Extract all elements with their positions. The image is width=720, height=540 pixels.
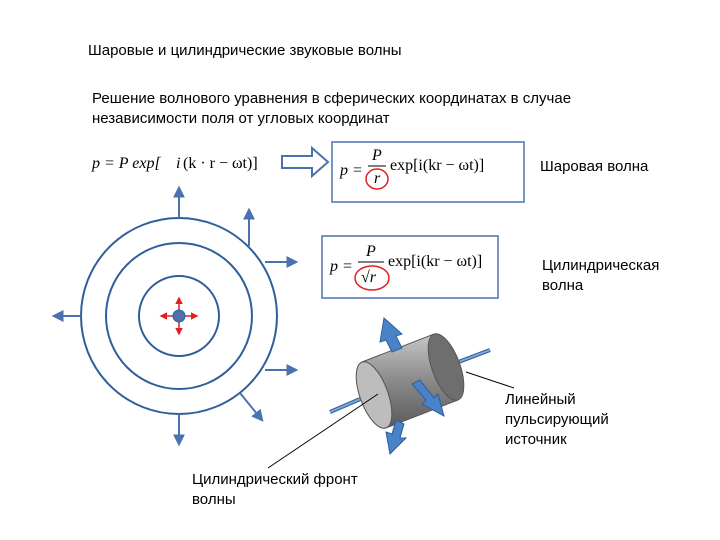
label-front-line-2: волны: [192, 491, 236, 508]
leader-line-source: [465, 371, 515, 389]
label-line-source: Линейный пульсирующий источник: [505, 390, 609, 450]
leader-line-front: [267, 393, 379, 469]
radial-arrows: [51, 185, 299, 447]
label-cylindrical-wave: Цилиндрическая волна: [542, 256, 659, 296]
highlight-sqrt-r-circle: [354, 265, 390, 291]
formula-cylindrical-rest: exp[i(kr − ωt)]: [388, 253, 482, 270]
label-spherical-wave: Шаровая волна: [540, 158, 649, 175]
formula-general-lhs: p = P exp[: [91, 155, 161, 172]
label-cyl-line-1: Цилиндрическая: [542, 257, 660, 274]
cyl-arrow-up: [379, 317, 403, 353]
subtitle-line-1: Решение волнового уравнения в сферически…: [92, 90, 572, 107]
formula-spherical-p: p =: [339, 162, 363, 179]
formula-cylindrical-den: √r: [361, 269, 377, 286]
formula-cylindrical-box: p = P √r exp[i(kr − ωt)]: [321, 235, 499, 299]
formula-cylindrical-num: P: [365, 243, 376, 260]
subtitle: Решение волнового уравнения в сферически…: [92, 89, 692, 129]
label-cylindrical-front: Цилиндрический фронт волны: [192, 470, 358, 510]
implication-arrow: [281, 145, 330, 179]
formula-general-i: i: [176, 155, 180, 172]
highlight-r-circle: [365, 168, 389, 190]
label-cyl-line-2: волна: [542, 277, 584, 294]
formula-spherical-num: P: [371, 147, 382, 164]
label-source-line-3: источник: [505, 431, 567, 448]
label-front-line-1: Цилиндрический фронт: [192, 471, 358, 488]
subtitle-line-2: независимости поля от угловых координат: [92, 110, 390, 127]
cyl-arrow-down-right: [411, 379, 445, 418]
formula-spherical-rest: exp[i(kr − ωt)]: [390, 157, 484, 174]
cyl-arrow-down-left: [385, 419, 408, 456]
label-source-line-2: пульсирующий: [505, 411, 609, 428]
point-source: [159, 296, 199, 336]
formula-spherical-box: p = P r exp[i(kr − ωt)]: [331, 141, 525, 203]
source-dot: [172, 309, 186, 323]
page-title: Шаровые и цилиндрические звуковые волны: [88, 42, 402, 59]
formula-cylindrical-p: p =: [329, 258, 353, 275]
radial-arrow-down-right: [239, 392, 264, 422]
formula-spherical-den: r: [374, 170, 381, 187]
formula-general: p = P exp[ i (k · r − ωt)]: [91, 155, 258, 172]
cylinder-source: [329, 317, 491, 456]
formula-general-rest: (k · r − ωt)]: [183, 155, 258, 172]
label-source-line-1: Линейный: [505, 391, 576, 408]
